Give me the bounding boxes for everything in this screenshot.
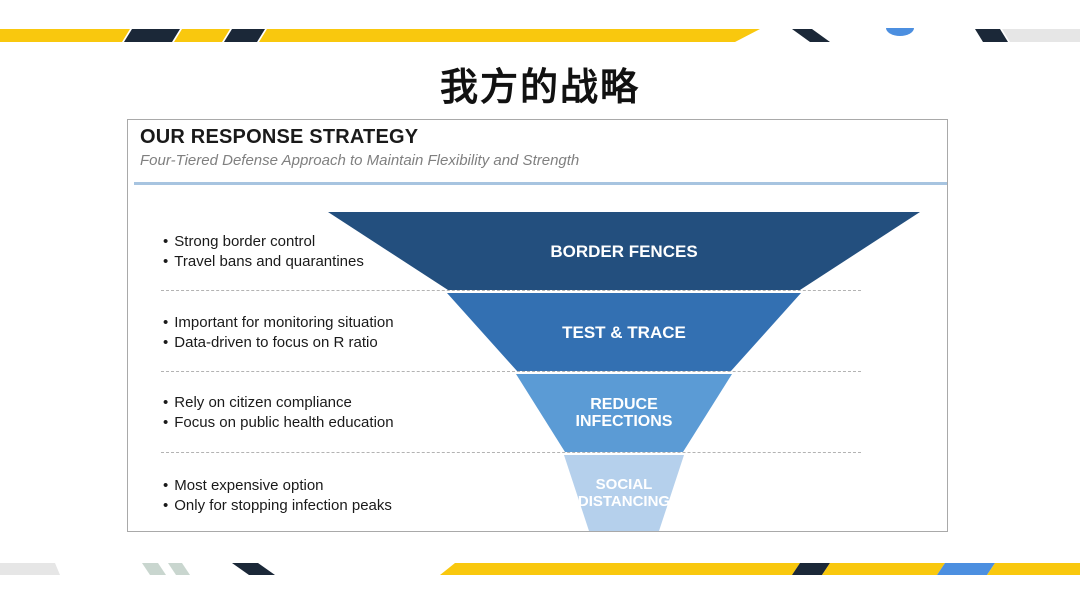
bullet-item: Most expensive option (163, 476, 392, 496)
defense-funnel: BORDER FENCES TEST & TRACE REDUCE INFECT… (328, 212, 920, 531)
funnel-tier-reduce-infections (516, 374, 732, 452)
funnel-tier-border-fences (328, 212, 920, 290)
slide-title: 我方的战略 (439, 64, 640, 109)
funnel-tier-test-trace (447, 293, 801, 371)
tier-label: INFECTIONS (576, 413, 673, 430)
tier-label: REDUCE (590, 396, 658, 413)
tier-divider (161, 371, 861, 372)
tier-label: DISTANCING (578, 493, 670, 510)
bullet-item: Only for stopping infection peaks (163, 496, 392, 516)
bullet-item: Important for monitoring situation (163, 313, 393, 333)
strategy-panel: OUR RESPONSE STRATEGY Four-Tiered Defens… (127, 119, 948, 532)
bullet-item: Focus on public health education (163, 413, 393, 433)
bottom-decorative-band (0, 563, 1080, 575)
bullet-item: Data-driven to focus on R ratio (163, 333, 394, 353)
tier-divider (161, 452, 861, 453)
panel-heading: OUR RESPONSE STRATEGY (140, 126, 419, 148)
tier-3-bullets: Rely on citizen compliance Focus on publ… (163, 393, 394, 433)
top-decorative-band (0, 28, 1080, 42)
tier-divider (161, 290, 861, 291)
bullet-item: Strong border control (163, 232, 364, 252)
tier-2-bullets: Important for monitoring situation Data-… (163, 313, 394, 353)
tier-1-bullets: Strong border control Travel bans and qu… (163, 232, 364, 271)
panel-subheading: Four-Tiered Defense Approach to Maintain… (140, 152, 580, 169)
tier-label: BORDER FENCES (550, 242, 697, 261)
tier-label: TEST & TRACE (562, 323, 686, 342)
bullet-item: Travel bans and quarantines (163, 252, 364, 272)
tier-4-bullets: Most expensive option Only for stopping … (163, 476, 392, 515)
tier-label: SOCIAL (596, 476, 653, 493)
funnel-tier-social-distancing (564, 455, 684, 531)
bullet-item: Rely on citizen compliance (163, 393, 394, 413)
heading-divider (134, 182, 947, 185)
